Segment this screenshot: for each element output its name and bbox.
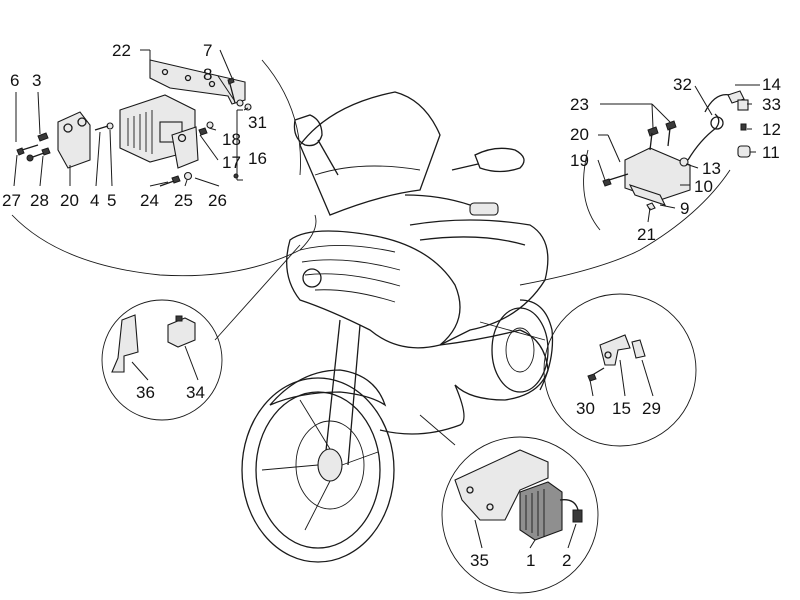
callout-31: 31 [248, 113, 267, 132]
callout-33: 33 [762, 95, 781, 114]
callout-36: 36 [136, 383, 155, 402]
detail-circle-regulator [441, 436, 599, 594]
callout-18: 18 [222, 130, 241, 149]
regulator-detail-parts [454, 449, 583, 541]
callout-3: 3 [32, 71, 41, 90]
callout-5: 5 [107, 191, 116, 210]
callout-30: 30 [576, 399, 595, 418]
callout-15: 15 [612, 399, 631, 418]
ecu-bracket-group [16, 59, 252, 187]
leader-lines [13, 49, 760, 549]
callout-16: 16 [248, 149, 267, 168]
horn-detail-parts [111, 314, 196, 373]
callout-17: 17 [222, 153, 241, 172]
callout-6: 6 [10, 71, 19, 90]
callout-9: 9 [680, 199, 689, 218]
callout-13: 13 [702, 159, 721, 178]
detail-arc-left [11, 59, 317, 277]
detail-arc-right [519, 149, 731, 286]
bracket-detail-parts [587, 334, 646, 382]
detail-circle-horn [101, 299, 223, 421]
callout-24: 24 [140, 191, 159, 210]
callout-32: 32 [673, 75, 692, 94]
scooter-illustration [241, 91, 554, 563]
callout-1: 1 [526, 551, 535, 570]
callout-25: 25 [174, 191, 193, 210]
callout-10: 10 [694, 177, 713, 196]
callout-8: 8 [203, 65, 212, 84]
callout-4: 4 [90, 191, 99, 210]
horn-bracket-group [602, 90, 751, 211]
callout-14: 14 [762, 75, 781, 94]
callout-19: 19 [570, 151, 589, 170]
callout-23: 23 [570, 95, 589, 114]
callout-20-right: 20 [570, 125, 589, 144]
callout-34: 34 [186, 383, 205, 402]
callout-labels: 22 7 8 6 3 31 18 16 17 27 28 20 4 5 24 2… [2, 41, 781, 570]
callout-7: 7 [203, 41, 212, 60]
callout-35: 35 [470, 551, 489, 570]
callout-20-left: 20 [60, 191, 79, 210]
callout-22: 22 [112, 41, 131, 60]
callout-29: 29 [642, 399, 661, 418]
detail-circle-bracket [543, 293, 697, 447]
callout-12: 12 [762, 120, 781, 139]
callout-26: 26 [208, 191, 227, 210]
callout-27: 27 [2, 191, 21, 210]
callout-21: 21 [637, 225, 656, 244]
callout-2: 2 [562, 551, 571, 570]
callout-11: 11 [762, 143, 780, 162]
callout-28: 28 [30, 191, 49, 210]
